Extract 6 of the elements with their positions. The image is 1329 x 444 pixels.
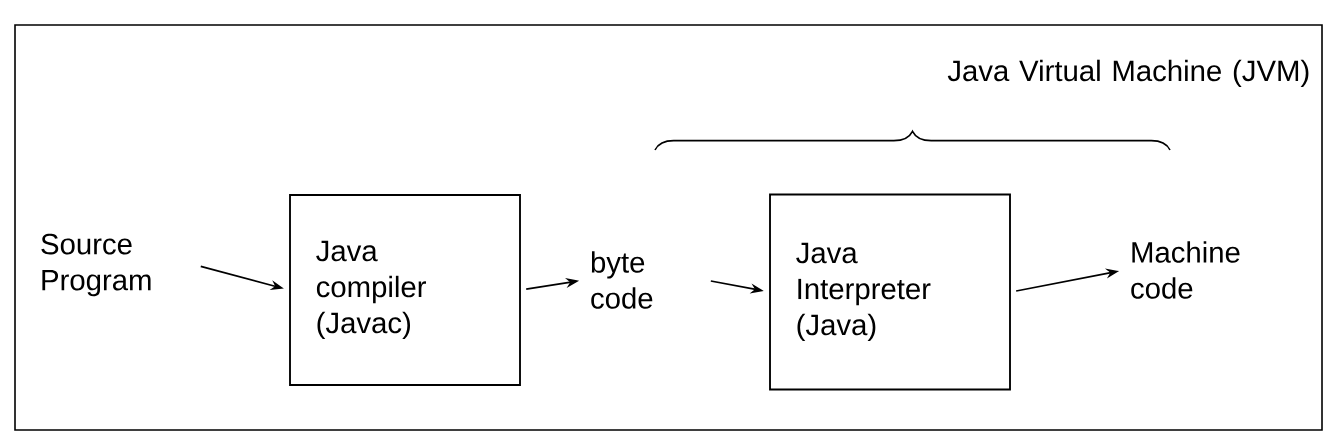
process-box: Java Interpreter (Java) <box>769 193 1011 391</box>
process-box: Java compiler (Javac) <box>289 194 521 386</box>
text-label: byte code <box>591 251 653 309</box>
brace-label: Java Virtual Machine (JVM) <box>947 59 1309 88</box>
text-label: Machine code <box>1131 241 1240 299</box>
text-label: Source Program <box>41 233 151 297</box>
